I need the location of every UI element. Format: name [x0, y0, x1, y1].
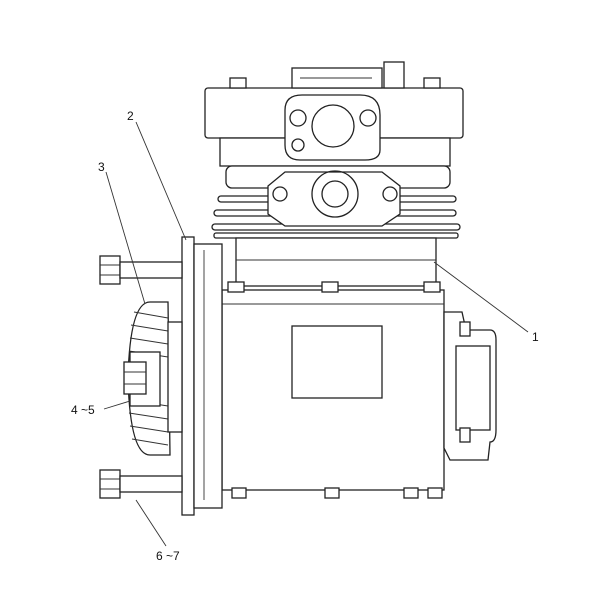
callout-1: 1	[532, 330, 539, 344]
crankcase	[221, 281, 445, 499]
cylinder-fins	[211, 165, 461, 287]
mounting-flange	[181, 236, 223, 516]
callout-6-7: 6 ~7	[156, 549, 180, 563]
upper-bolt	[99, 255, 183, 285]
drive-gear	[123, 301, 183, 456]
leader-lines	[103, 121, 529, 547]
callout-4-5: 4 ~5	[71, 403, 95, 417]
callout-2: 2	[127, 109, 134, 123]
lower-bolt	[99, 469, 183, 499]
cylinder-head	[204, 61, 464, 167]
callout-3: 3	[98, 160, 105, 174]
end-cover	[443, 311, 497, 461]
